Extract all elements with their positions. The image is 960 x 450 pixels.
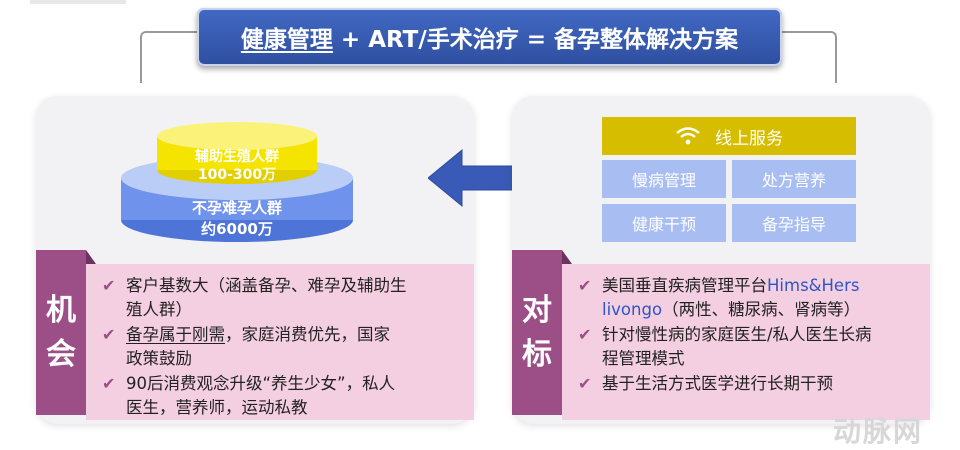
service-pregnancy-guidance: 备孕指导	[732, 204, 856, 242]
bullet-text: 针对慢性病的家庭医生/私人医生长病	[602, 325, 872, 344]
bullet-text: 程管理模式	[602, 349, 685, 368]
check-icon: ✔	[578, 276, 592, 295]
bullet-text: 政策鼓励	[126, 349, 192, 368]
service-chronic-disease: 慢病管理	[602, 160, 726, 198]
service-prescription-nutrition: 处方营养	[732, 160, 856, 198]
opportunity-bullets: ✔ 客户基数大（涵盖备孕、难孕及辅助生 殖人群） ✔ 备孕属于刚需，家庭消费优先…	[86, 264, 474, 420]
bullet-text: 基于生活方式医学进行长期干预	[602, 374, 833, 393]
check-icon: ✔	[102, 276, 116, 295]
bullet-text: 殖人群）	[126, 300, 192, 319]
title-part2: + ART/手术治疗 = 备孕整体解决方案	[340, 27, 739, 53]
check-icon: ✔	[102, 325, 116, 344]
ribbon-char: 标	[522, 336, 552, 372]
check-icon: ✔	[102, 374, 116, 393]
title-banner: 健康管理 + ART/手术治疗 = 备孕整体解决方案	[197, 8, 782, 66]
bullet-text: （两性、糖尿病、肾病等）	[662, 300, 861, 319]
bullet-text: 美国垂直疾病管理平台	[602, 276, 767, 295]
top-tier-value: 100-300万	[198, 167, 276, 183]
ribbon-char: 会	[46, 336, 76, 372]
service-health-intervention: 健康干预	[602, 204, 726, 242]
bullet-emphasis: 备孕属于刚需	[126, 325, 225, 344]
bullet-text: 客户基数大（涵盖备孕、难孕及辅助生	[126, 276, 407, 295]
benchmark-bullets: ✔ 美国垂直疾病管理平台Hims&Hers livongo（两性、糖尿病、肾病等…	[562, 264, 930, 420]
online-services-header: 线上服务	[602, 117, 856, 155]
online-services: 线上服务 慢病管理 处方营养 健康干预 备孕指导	[602, 117, 856, 242]
wifi-icon	[676, 127, 700, 145]
top-tier-label: 辅助生殖人群	[195, 148, 279, 165]
right-connector-line	[775, 31, 837, 83]
bullet-item: ✔ 客户基数大（涵盖备孕、难孕及辅助生 殖人群）	[102, 274, 464, 322]
opportunity-ribbon: 机 会	[36, 250, 86, 415]
bottom-tier-value: 约6000万	[201, 220, 273, 238]
ribbon-char: 机	[46, 292, 76, 328]
left-connector-line	[140, 31, 202, 83]
title-part1: 健康管理	[240, 27, 333, 53]
bullet-text: ，家庭消费优先，国家	[225, 325, 390, 344]
top-strip	[30, 0, 126, 4]
ribbon-fold	[86, 250, 96, 264]
online-services-label: 线上服务	[715, 128, 783, 149]
benchmark-ribbon: 对 标	[512, 250, 562, 415]
bullet-item: ✔ 备孕属于刚需，家庭消费优先，国家 政策鼓励	[102, 323, 464, 371]
bullet-text: 90后消费观念升级“养生少女”，私人	[126, 374, 396, 393]
check-icon: ✔	[578, 325, 592, 344]
bullet-highlight: livongo	[602, 300, 663, 319]
check-icon: ✔	[578, 374, 592, 393]
bullet-item: ✔ 基于生活方式医学进行长期干预	[578, 372, 920, 396]
bullet-text: 医生，营养师，运动私教	[126, 398, 308, 417]
bottom-tier-label: 不孕难孕人群	[192, 199, 282, 217]
bullet-item: ✔ 针对慢性病的家庭医生/私人医生长病 程管理模式	[578, 323, 920, 371]
bullet-item: ✔ 90后消费观念升级“养生少女”，私人 医生，营养师，运动私教	[102, 372, 464, 420]
bullet-item: ✔ 美国垂直疾病管理平台Hims&Hers livongo（两性、糖尿病、肾病等…	[578, 274, 920, 322]
ribbon-char: 对	[522, 292, 552, 328]
bullet-highlight: Hims&Hers	[767, 276, 860, 295]
watermark-logo: 动脉网	[833, 415, 924, 448]
population-pyramid: 辅助生殖人群 100-300万 不孕难孕人群 约6000万	[121, 122, 353, 242]
ribbon-fold	[562, 250, 572, 264]
